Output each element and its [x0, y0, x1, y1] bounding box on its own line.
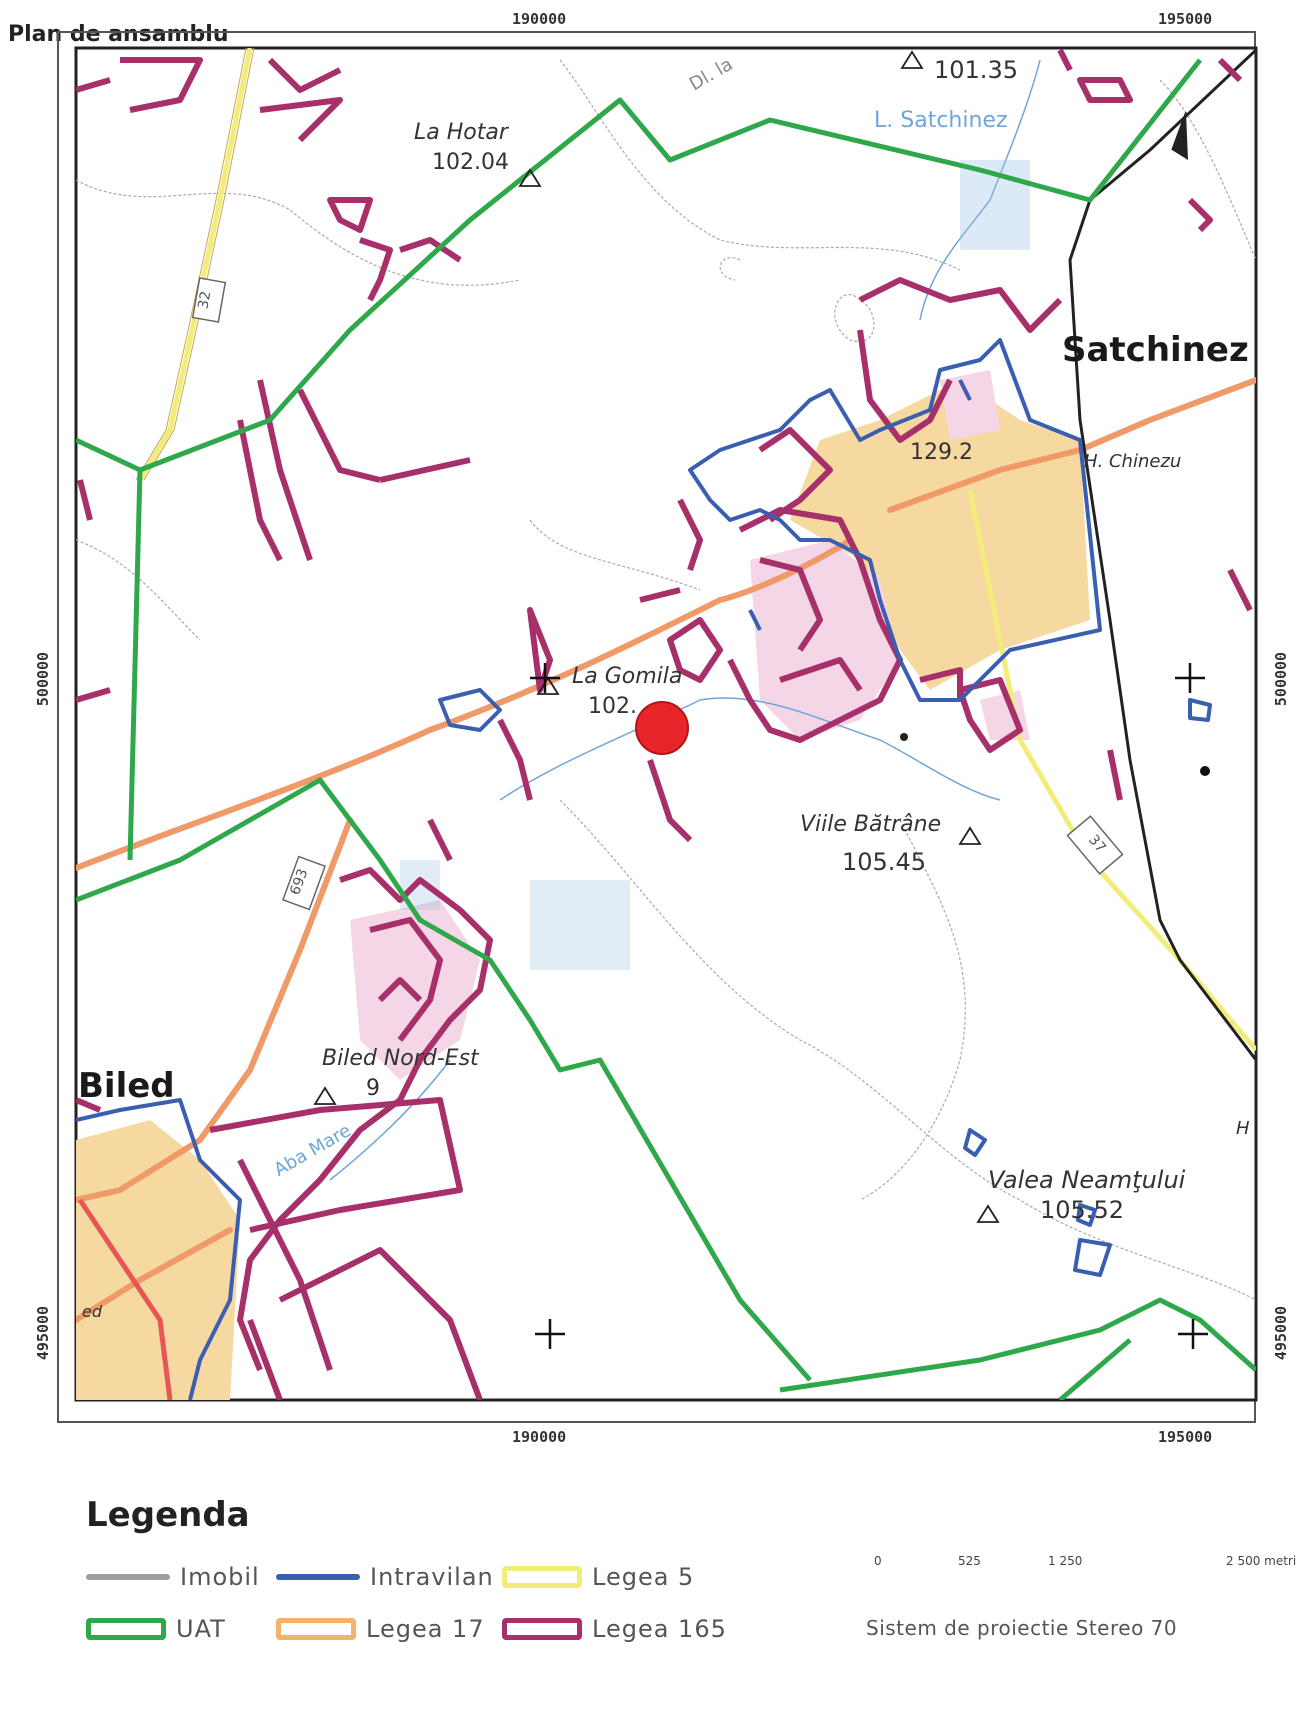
railway [1068, 48, 1256, 1061]
page-title: Plan de ansamblu [8, 22, 229, 47]
legend-swatch-imobil [86, 1574, 170, 1580]
label-h: H [1236, 1118, 1250, 1139]
label-valea-neamtului-elev: 105.52 [1040, 1196, 1124, 1224]
north-arrow-icon [1171, 111, 1188, 160]
label-h-chinezu: H. Chinezu [1084, 451, 1182, 472]
legend-label: Legea 5 [592, 1563, 695, 1591]
dot-point [900, 733, 908, 741]
scale-label: 525 [958, 1554, 981, 1568]
label-biled: Biled [78, 1066, 175, 1106]
grid-crosses [530, 663, 1208, 1349]
legend-label: Legea 165 [592, 1615, 727, 1643]
map-canvas[interactable] [0, 0, 1311, 1460]
label-la-hotar: La Hotar [414, 120, 508, 145]
legend-item-legea17: Legea 17 [276, 1614, 485, 1644]
legend-item-uat: UAT [86, 1614, 226, 1644]
legea165-fill [350, 370, 1030, 1080]
legend-title: Legenda [86, 1495, 250, 1535]
label-biled-nord-est: Biled Nord-Est [322, 1046, 479, 1071]
legea165-parcels[interactable] [76, 48, 1253, 1400]
legea5-roads-edge [135, 48, 255, 481]
coord-bottom-right: 195000 [1158, 1428, 1213, 1446]
scale-label: 1 250 [1048, 1554, 1083, 1568]
label-la-gomila-elev: 102. [588, 694, 637, 719]
legend-item-intravilan: Intravilan [276, 1562, 494, 1592]
red-road [77, 1198, 173, 1400]
label-valea-neamtului: Valea Neamţului [988, 1166, 1186, 1194]
legend-item-legea5: Legea 5 [502, 1562, 694, 1592]
label-elev-129: 129.2 [910, 440, 973, 465]
location-marker[interactable] [635, 701, 689, 755]
label-elev-101: 101.35 [934, 56, 1018, 84]
label-satchinez: Satchinez [1062, 330, 1249, 370]
coord-top-right: 195000 [1158, 10, 1213, 28]
water-features [329, 59, 1041, 1181]
legend-swatch-intravilan [276, 1574, 360, 1580]
projection-note: Sistem de proiectie Stereo 70 [866, 1616, 1178, 1640]
legend-swatch-uat [86, 1618, 166, 1640]
legend-label: UAT [176, 1615, 226, 1643]
label-la-gomila: La Gomila [572, 664, 683, 689]
coord-bottom-left: 190000 [512, 1428, 567, 1446]
legend-label: Intravilan [370, 1563, 494, 1591]
route-shields [191, 277, 1124, 911]
intravilan-boundaries[interactable] [76, 338, 1212, 1400]
coord-top-left: 190000 [512, 10, 567, 28]
legend-swatch-legea165 [502, 1618, 582, 1640]
legend-swatch-legea5 [502, 1566, 582, 1588]
legend-item-imobil: Imobil [86, 1562, 260, 1592]
legend-label: Legea 17 [366, 1615, 485, 1643]
legend-swatch-legea17 [276, 1618, 356, 1640]
label-la-hotar-elev: 102.04 [432, 150, 509, 175]
dot-point [1200, 766, 1210, 776]
scale-label: 0 [874, 1554, 882, 1568]
uat-boundaries[interactable] [76, 58, 1256, 1400]
survey-points [313, 50, 1000, 1223]
label-ed: ed [82, 1302, 102, 1321]
label-l-satchinez: L. Satchinez [874, 108, 1008, 133]
legend-item-legea165: Legea 165 [502, 1614, 727, 1644]
scale-label: 2 500 metri [1226, 1554, 1297, 1568]
legend-label: Imobil [180, 1563, 260, 1591]
label-viile-batrane-elev: 105.45 [842, 848, 926, 876]
label-viile-batrane: Viile Bătrâne [800, 812, 942, 837]
label-road-32: 32 [195, 289, 215, 311]
label-biled-nord-est-elev: 9 [366, 1076, 380, 1101]
